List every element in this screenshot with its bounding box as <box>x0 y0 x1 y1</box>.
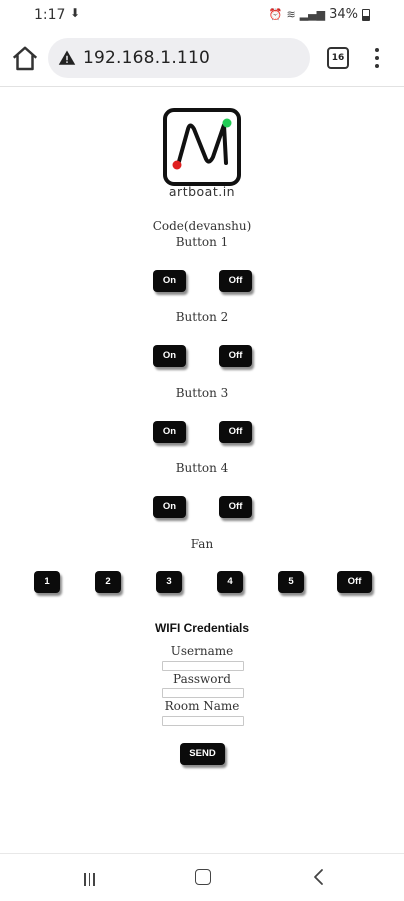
button-4-label: Button 4 <box>175 461 229 475</box>
room-name-input[interactable] <box>162 716 244 726</box>
recent-apps-icon[interactable] <box>84 871 98 886</box>
button-3-off[interactable]: Off <box>219 421 252 443</box>
button-3-on[interactable]: On <box>153 421 186 443</box>
url-bar[interactable]: 192.168.1.110 <box>48 38 310 78</box>
button-4-on[interactable]: On <box>153 496 186 518</box>
home-nav-icon[interactable] <box>195 869 211 885</box>
tab-switcher-button[interactable]: 16 <box>327 47 349 69</box>
room-name-label: Room Name <box>164 699 240 713</box>
logo-text: artboat.in <box>168 184 236 199</box>
url-text: 192.168.1.110 <box>83 48 210 68</box>
button-1-on[interactable]: On <box>153 270 186 292</box>
system-nav-bar <box>0 853 404 901</box>
send-button[interactable]: SEND <box>180 743 225 765</box>
password-label: Password <box>173 672 231 686</box>
button-2-off[interactable]: Off <box>219 345 252 367</box>
browser-toolbar: 192.168.1.110 16 <box>0 32 404 86</box>
fan-speed-1-button[interactable]: 1 <box>34 571 60 593</box>
alarm-icon: ⏰ <box>268 8 283 21</box>
fan-speed-2-button[interactable]: 2 <box>95 571 121 593</box>
fan-label: Fan <box>190 537 214 551</box>
status-bar: 1:17 ⬇ ⏰ ≋ ▂▄▆ 34% <box>0 0 404 32</box>
battery-icon <box>362 8 370 21</box>
button-1-label: Button 1 <box>175 235 229 249</box>
fan-speed-5-button[interactable]: 5 <box>278 571 304 593</box>
username-label: Username <box>170 644 234 658</box>
wifi-credentials-title: WIFI Credentials <box>154 621 249 635</box>
status-icons: ⏰ ≋ ▂▄▆ 34% <box>269 7 370 22</box>
warning-triangle-icon <box>58 50 76 65</box>
download-arrow-icon: ⬇ <box>70 6 81 20</box>
more-menu-icon[interactable] <box>370 46 384 70</box>
home-icon[interactable] <box>10 44 40 74</box>
button-2-on[interactable]: On <box>153 345 186 367</box>
button-4-off[interactable]: Off <box>219 496 252 518</box>
fan-speed-3-button[interactable]: 3 <box>156 571 182 593</box>
fan-speed-4-button[interactable]: 4 <box>217 571 243 593</box>
back-icon[interactable] <box>311 867 327 887</box>
artboat-logo-icon <box>163 108 241 186</box>
button-1-off[interactable]: Off <box>219 270 252 292</box>
fan-off-button[interactable]: Off <box>337 571 372 593</box>
button-3-label: Button 3 <box>175 386 229 400</box>
wifi-icon: ≋ <box>286 8 296 21</box>
username-input[interactable] <box>162 661 244 671</box>
status-time: 1:17 <box>34 7 66 23</box>
code-label: Code(devanshu) <box>152 219 252 233</box>
battery-percent: 34% <box>329 7 358 22</box>
web-page-content: artboat.in Code(devanshu) Button 1 On Of… <box>0 87 404 852</box>
signal-icon: ▂▄▆ <box>299 8 326 21</box>
button-2-label: Button 2 <box>175 310 229 324</box>
password-input[interactable] <box>162 688 244 698</box>
toolbar-divider <box>0 86 404 87</box>
